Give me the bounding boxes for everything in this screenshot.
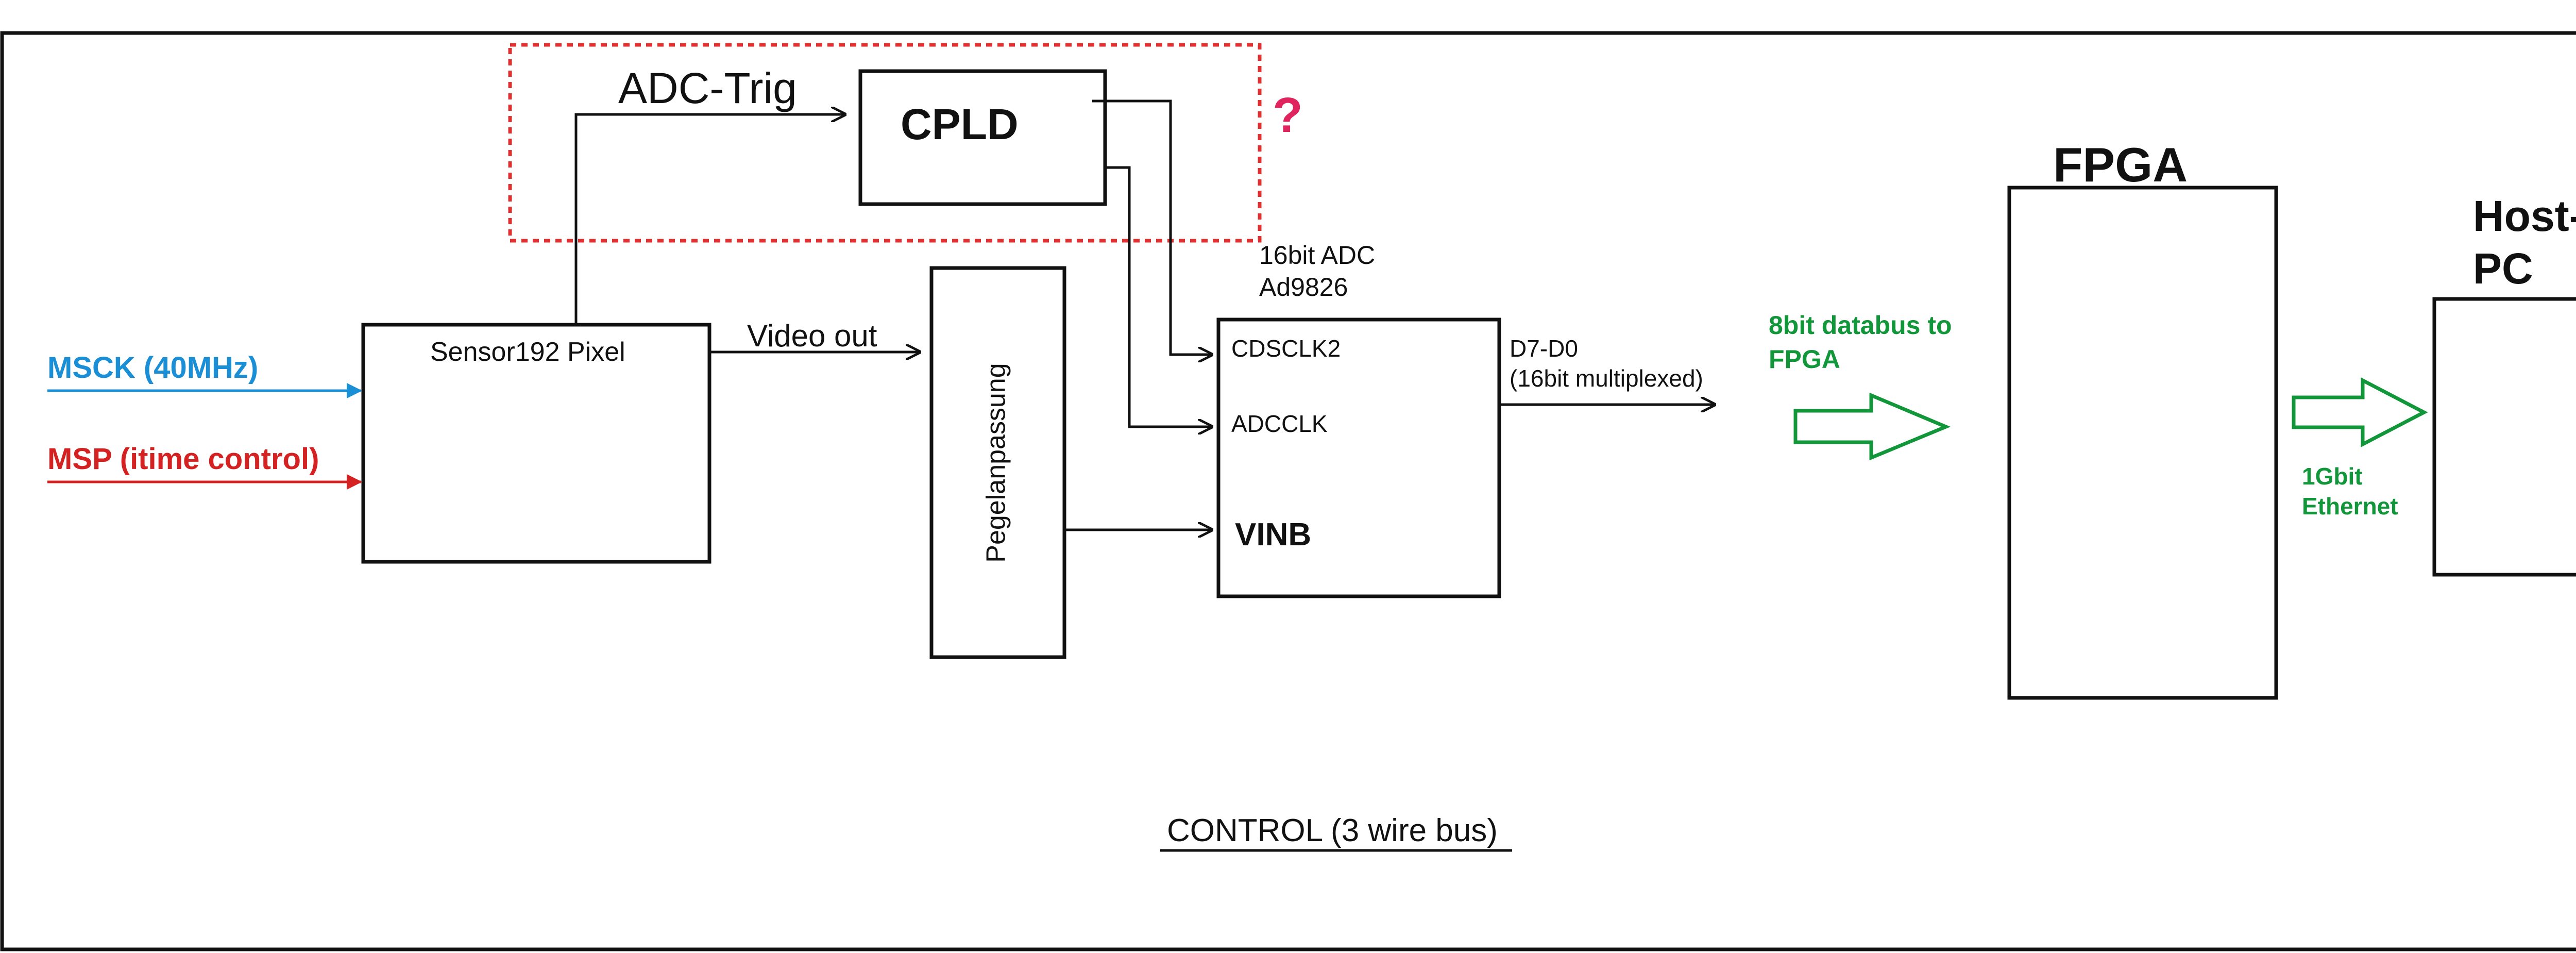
adc-box [1216,317,1501,598]
multiplexed-label: (16bit multiplexed) [1510,365,1703,392]
ethernet-arrow [2292,377,2428,447]
msck-label: MSCK (40MHz) [47,351,258,384]
cpld-to-adcclk-line [1105,166,1212,427]
fpga-box [2007,186,2278,700]
adc-pin-cdsclk2: CDSCLK2 [1231,335,1341,362]
host-pc-box [2432,297,2576,577]
adc-pin-adcclk: ADCCLK [1231,410,1328,437]
sensor-label: Sensor192 Pixel [430,337,625,367]
cpld-to-cdsclk2-line [1092,99,1212,355]
pegel-box [929,266,1066,659]
outer-frame [0,31,2576,951]
question-mark: ? [1273,88,1303,143]
ethernet-label-line1: 1Gbit [2302,463,2363,490]
adc-trig-label: ADC-Trig [618,64,797,112]
databus-label-line1: 8bit databus to [1769,311,1952,340]
msp-label: MSP (itime control) [47,442,319,476]
d7-d0-label: D7-D0 [1510,335,1578,362]
cpld-box [858,69,1107,206]
adc-title-line1: 16bit ADC [1259,241,1375,270]
databus-label-line2: FPGA [1769,345,1840,374]
ethernet-label-line2: Ethernet [2302,493,2398,520]
control-label: CONTROL (3 wire bus) [1167,813,1498,848]
pegel-label: Pegelanpassung [981,363,1011,562]
sensor-box [361,323,711,564]
adc-title-line2: Ad9826 [1259,273,1348,302]
databus-arrow [1793,392,1951,461]
host-label-line2: PC [2473,244,2533,293]
adc-trig-line [574,114,845,325]
cpld-label: CPLD [901,100,1019,148]
fpga-label: FPGA [2053,138,2188,192]
cpld-dashed-region [508,43,1262,243]
host-label-line1: Host- [2473,192,2576,240]
video-out-label: Video out [747,319,877,353]
adc-pin-vinb: VINB [1235,517,1311,553]
